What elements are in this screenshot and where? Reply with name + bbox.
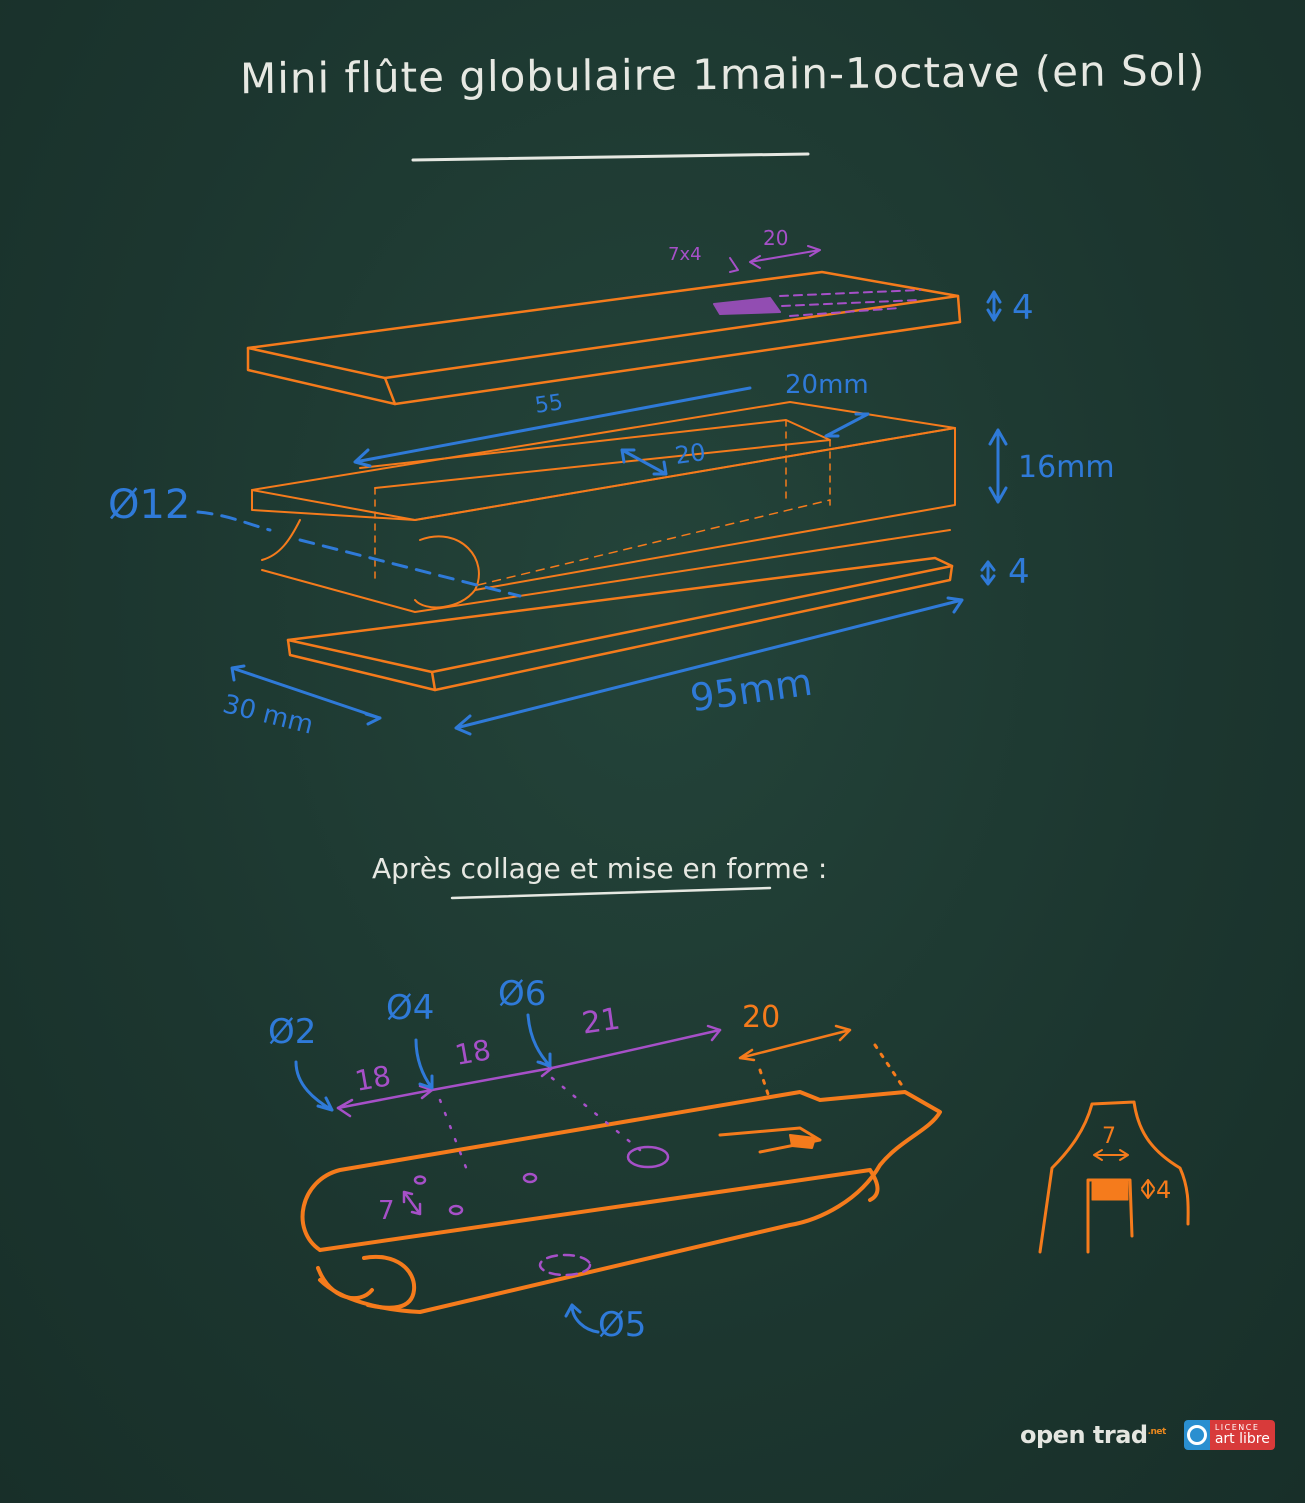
- subtitle-underline: [450, 886, 772, 900]
- title-underline: [411, 152, 810, 162]
- hole-gap-label: 7: [378, 1196, 395, 1226]
- top-plate-thickness-label: 4: [1012, 288, 1034, 328]
- labium-distance-label: 20: [742, 1000, 781, 1035]
- hole-pointers: [294, 1013, 600, 1334]
- windway-section: [1038, 1100, 1190, 1254]
- exploded-dimensions: [196, 290, 1008, 736]
- assembled-flute: [300, 1024, 942, 1314]
- opentrad-name: open trad: [1020, 1421, 1148, 1449]
- subtitle: Après collage et mise en forme :: [372, 852, 828, 885]
- window-length-label: 20: [763, 226, 789, 250]
- spacing-3: 21: [579, 1001, 623, 1042]
- windway-height-label: 4: [1156, 1176, 1172, 1204]
- finger-holes: [336, 1024, 722, 1277]
- opentrad-logo[interactable]: open trad.net: [1020, 1421, 1166, 1449]
- bottom-plate: [286, 556, 954, 692]
- window-size-label: 7x4: [668, 244, 702, 265]
- hole-diameter-6: Ø6: [498, 974, 547, 1014]
- thumb-hole-diameter-5: Ø5: [598, 1305, 647, 1345]
- hole-diameter-4: Ø4: [386, 988, 435, 1028]
- licence-art-libre-badge[interactable]: LICENCE art libre: [1183, 1420, 1275, 1450]
- chamber-length-label: 55: [533, 390, 565, 419]
- spacing-1: 18: [352, 1059, 394, 1098]
- windway-width-label: 7: [1102, 1124, 1116, 1149]
- opentrad-tld: .net: [1147, 1427, 1167, 1437]
- middle-block: [251, 401, 956, 613]
- spacing-2: 18: [452, 1033, 494, 1072]
- licence-line-2: art libre: [1214, 1431, 1270, 1447]
- hole-diameter-2: Ø2: [268, 1012, 317, 1052]
- bottom-plate-thickness-label: 4: [1008, 552, 1030, 592]
- chamber-width-label: 20: [673, 438, 708, 470]
- copyleft-icon: [1183, 1420, 1210, 1450]
- licence-line-1: LICENCE: [1214, 1423, 1260, 1432]
- top-plate: [246, 270, 962, 406]
- windway-marking: [713, 245, 921, 317]
- footer-logos: open trad.net LICENCE art libre: [1020, 1420, 1275, 1450]
- page-title: Mini flûte globulaire 1main-1octave (en …: [239, 45, 1206, 104]
- channel-length-label: 20mm: [785, 370, 869, 400]
- block-height-label: 16mm: [1018, 450, 1115, 485]
- bore-diameter-label: Ø12: [108, 482, 191, 528]
